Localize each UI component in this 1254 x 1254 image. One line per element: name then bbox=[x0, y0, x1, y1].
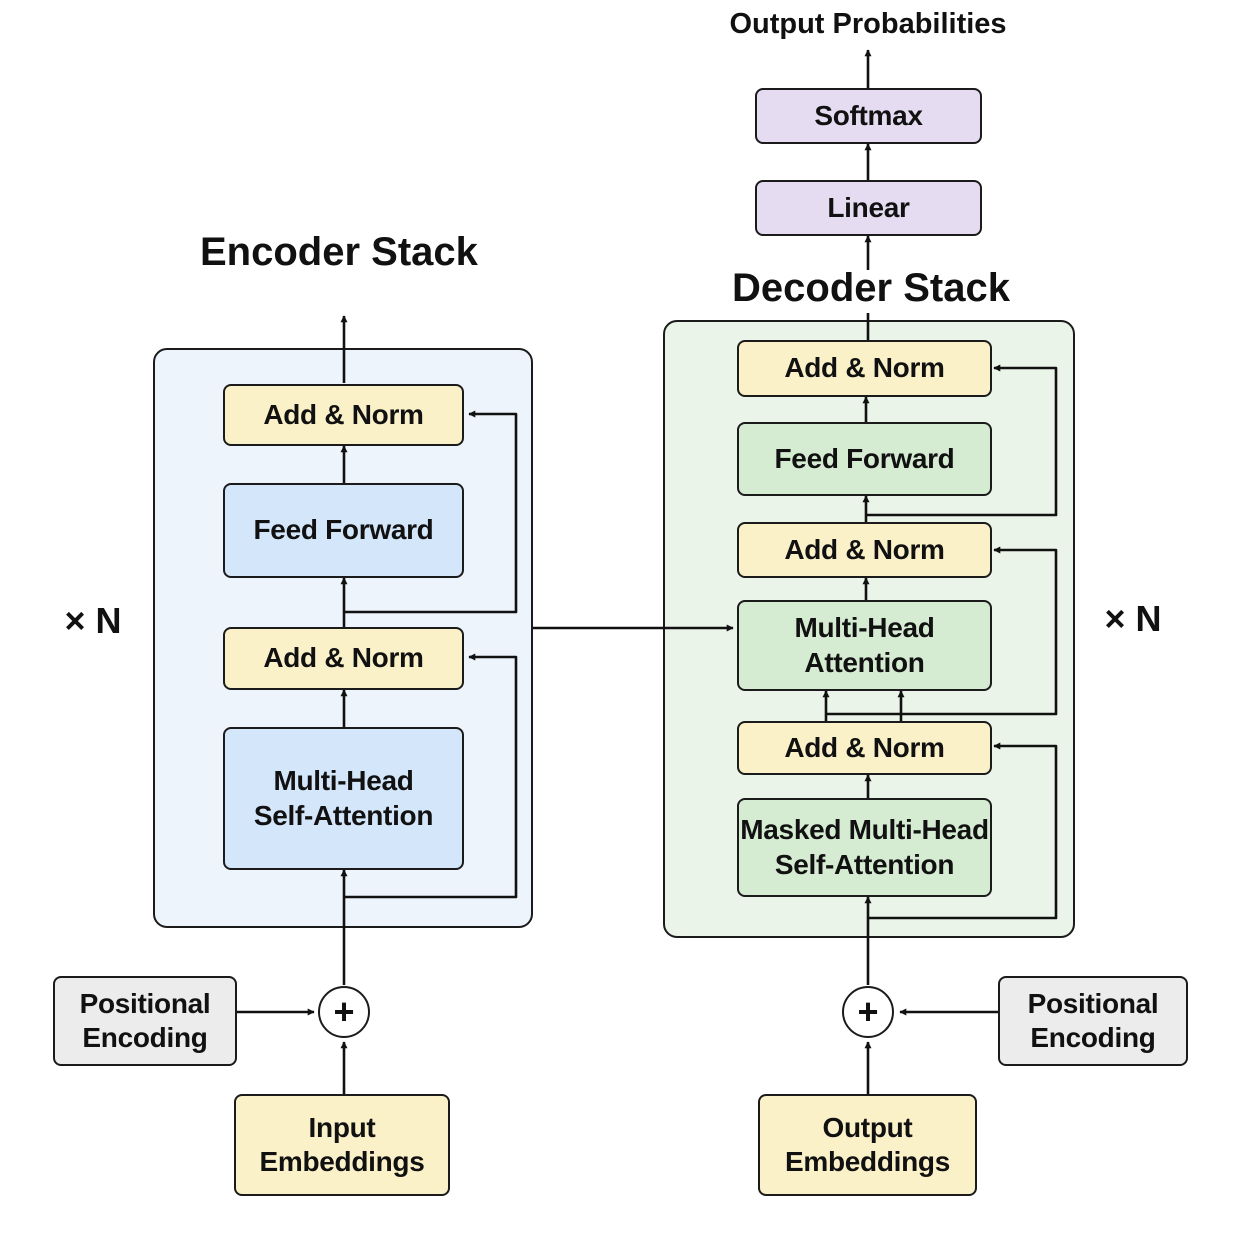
decoder-stack-title: Decoder Stack bbox=[732, 266, 1010, 310]
encoder-self-attention: Multi-Head Self-Attention bbox=[223, 727, 464, 870]
output-probabilities-label: Output Probabilities bbox=[729, 8, 1007, 40]
decoder-residual-3 bbox=[866, 364, 1058, 517]
decoder-sum-node: + bbox=[842, 986, 894, 1038]
encoder-residual-2 bbox=[344, 410, 518, 614]
decoder-add-norm-top: Add & Norm bbox=[737, 340, 992, 397]
decoder-residual-1 bbox=[868, 742, 1058, 920]
decoder-masked-attention: Masked Multi-Head Self-Attention bbox=[737, 798, 992, 897]
decoder-residual-2 bbox=[826, 546, 1058, 716]
decoder-cross-attention: Multi-Head Attention bbox=[737, 600, 992, 691]
encoder-feed-forward: Feed Forward bbox=[223, 483, 464, 578]
encoder-add-norm-top: Add & Norm bbox=[223, 384, 464, 446]
encoder-stack-title: Encoder Stack bbox=[200, 230, 478, 274]
encoder-residual-1 bbox=[344, 653, 518, 899]
decoder-repeat-label: × N bbox=[1104, 598, 1162, 639]
input-embeddings: Input Embeddings bbox=[234, 1094, 450, 1196]
linear-layer: Linear bbox=[755, 180, 982, 236]
decoder-add-norm-bottom: Add & Norm bbox=[737, 721, 992, 775]
encoder-add-norm-bottom: Add & Norm bbox=[223, 627, 464, 690]
positional-encoding-right: Positional Encoding bbox=[998, 976, 1188, 1066]
positional-encoding-left: Positional Encoding bbox=[53, 976, 237, 1066]
decoder-feed-forward: Feed Forward bbox=[737, 422, 992, 496]
encoder-sum-node: + bbox=[318, 986, 370, 1038]
decoder-add-norm-mid: Add & Norm bbox=[737, 522, 992, 578]
softmax-layer: Softmax bbox=[755, 88, 982, 144]
output-embeddings: Output Embeddings bbox=[758, 1094, 977, 1196]
encoder-repeat-label: × N bbox=[64, 600, 122, 641]
